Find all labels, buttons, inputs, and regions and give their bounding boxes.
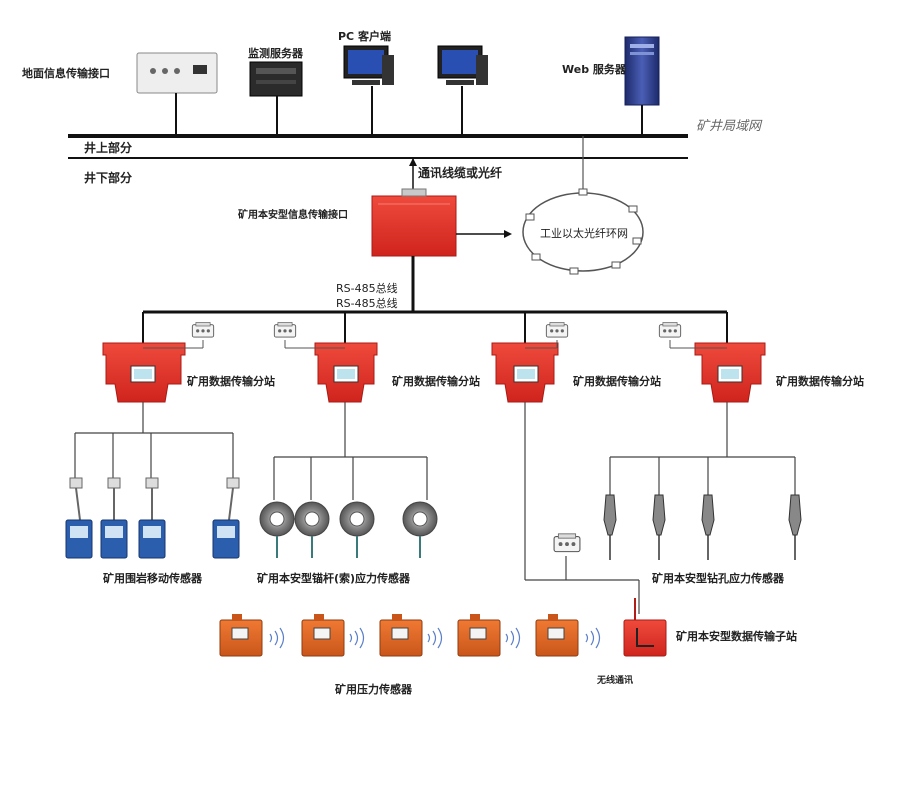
display-screen-icon [721,369,739,379]
monitor-server-label: 监测服务器 [248,47,303,60]
web-server-device [624,36,660,106]
wireless-label: 无线通讯 [597,676,634,686]
junction-box-icon [553,533,581,553]
anchor-sensors [259,501,438,558]
server-icon [249,61,303,97]
display-screen-icon [134,369,152,379]
roof-sensor-label: 矿用围岩移动传感器 [103,572,202,585]
display-screen-icon [517,369,535,379]
borehole-sensor-branch [609,402,796,495]
web-server-label: Web 服务器 [562,63,626,76]
bus-label-2: RS-485总线 [336,297,398,310]
substation-label-1: 矿用数据传输分站 [187,375,275,388]
substation-label-4: 矿用数据传输分站 [776,375,864,388]
anchor-ring-sensor-icon [259,501,295,558]
monitor-server-device [249,61,303,97]
link-label: 通讯线缆或光纤 [418,166,503,180]
borehole-sensors [603,494,802,560]
borehole-sensor-label: 矿用本安型钻孔应力传感器 [652,572,784,585]
pc-client-label: PC 客户端 [338,30,391,43]
displacement-sensor-icon [65,477,93,559]
display-screen-icon [337,369,355,379]
underground-iface-device [371,188,457,257]
surface-drops [175,86,643,136]
substation-label-3: 矿用数据传输分站 [573,375,661,388]
pressure-sensor-icon [219,614,263,657]
ring-label: 工业以太光纤环网 [540,227,628,240]
above-ground-label: 井上部分 [84,141,133,155]
anchor-sensor-branch [273,402,428,500]
wireless-signals [269,627,601,649]
lan-label: 矿井局域网 [696,119,762,134]
surface-iface-label: 地面信息传输接口 [22,67,110,80]
roof-sensors [65,477,240,559]
underground-iface-label: 矿用本安型信息传输接口 [238,210,348,221]
sub-station-branch [524,402,640,614]
pressure-sensors [219,614,579,657]
fiber-ring [522,188,644,275]
substation-group [102,312,766,403]
panel-box-icon [371,195,457,257]
wireless-signal-icon [269,627,285,649]
substation-label-2: 矿用数据传输分站 [392,375,480,388]
web-server-icon [624,36,660,106]
roof-sensor-branch [74,402,234,478]
pc-client-1 [343,45,394,85]
sub-station-label: 矿用本安型数据传输子站 [676,630,797,643]
wireless-substation-device [623,598,667,657]
bus-label-1: RS-485总线 [336,282,398,295]
below-ground-label: 井下部分 [84,171,133,185]
pc-client-2 [437,45,488,85]
surface-iface-device [136,52,218,94]
anchor-sensor-label: 矿用本安型锚杆(索)应力传感器 [257,572,411,585]
borehole-probe-icon [603,494,617,560]
pressure-sensor-label: 矿用压力传感器 [335,683,412,696]
